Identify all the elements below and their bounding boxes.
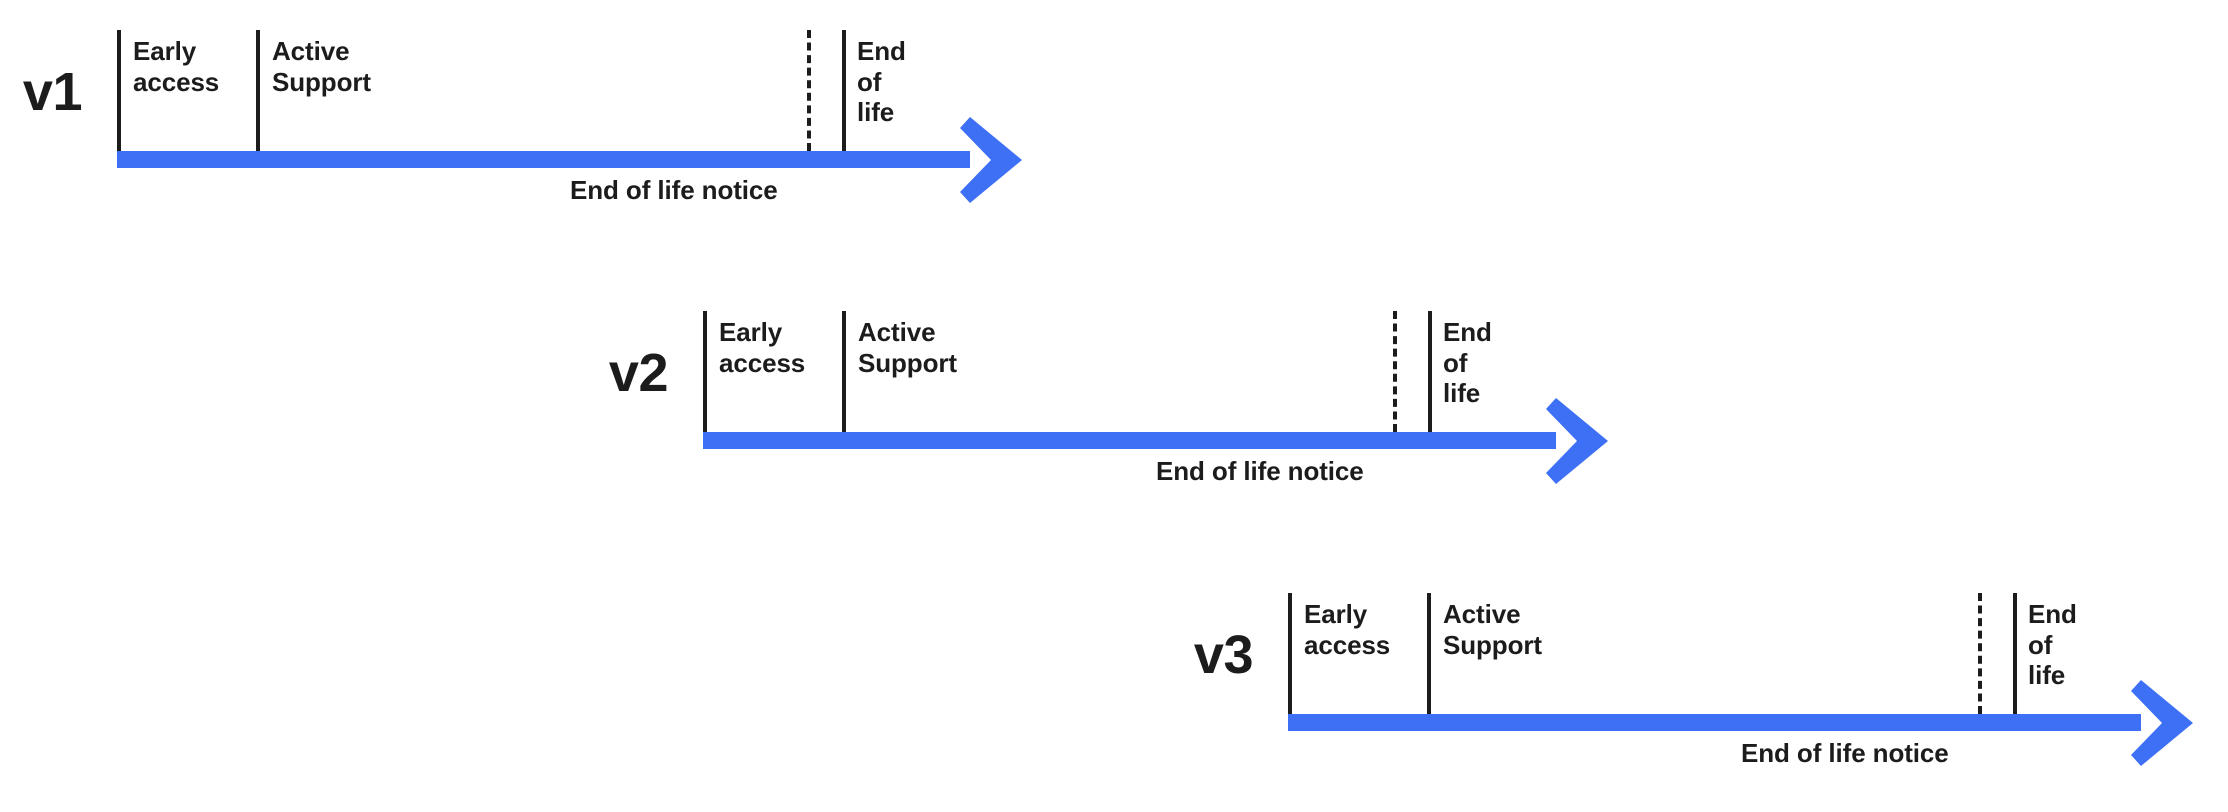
phase-label-early-access: Early access: [133, 36, 220, 97]
end-of-life-start-rule: [1428, 311, 1432, 432]
timeline-start-rule: [1288, 593, 1292, 714]
end-of-life-notice-rule: [807, 30, 811, 151]
timeline-arrow-shaft: [1288, 714, 2141, 731]
phase-label-active-support: Active Support: [1443, 599, 1542, 660]
timeline-arrow-head-icon: [960, 116, 1022, 203]
timeline-start-rule: [703, 311, 707, 432]
timeline-arrow-shaft: [117, 151, 970, 168]
end-of-life-notice-rule: [1393, 311, 1397, 432]
timeline-arrow-head-icon: [2131, 679, 2193, 766]
version-label-v3: v3: [1193, 625, 1254, 685]
end-of-life-start-rule: [842, 30, 846, 151]
timeline-arrow-head-icon: [1546, 397, 1608, 484]
early-access-end-rule: [256, 30, 260, 151]
end-of-life-notice-label: End of life notice: [570, 175, 778, 205]
end-of-life-notice-label: End of life notice: [1741, 738, 1949, 768]
end-of-life-notice-rule: [1978, 593, 1982, 714]
version-label-v2: v2: [608, 343, 669, 403]
end-of-life-start-rule: [2013, 593, 2017, 714]
phase-label-active-support: Active Support: [272, 36, 371, 97]
phase-label-active-support: Active Support: [858, 317, 957, 378]
phase-label-end-of-life: End of life: [1443, 317, 1492, 409]
version-label-v1: v1: [22, 62, 83, 122]
timeline-arrow-shaft: [703, 432, 1556, 449]
timeline-start-rule: [117, 30, 121, 151]
phase-label-early-access: Early access: [719, 317, 806, 378]
phase-label-end-of-life: End of life: [857, 36, 906, 128]
phase-label-end-of-life: End of life: [2028, 599, 2077, 691]
early-access-end-rule: [1427, 593, 1431, 714]
phase-label-early-access: Early access: [1304, 599, 1391, 660]
end-of-life-notice-label: End of life notice: [1156, 456, 1364, 486]
early-access-end-rule: [842, 311, 846, 432]
